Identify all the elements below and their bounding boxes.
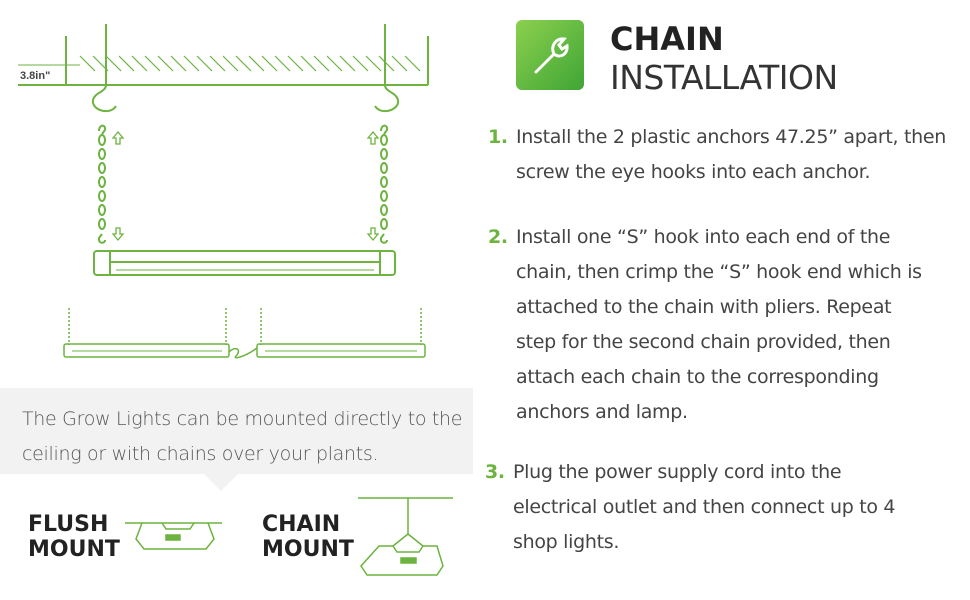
hatch-line bbox=[209, 55, 226, 72]
flush-mount-line2: MOUNT bbox=[28, 537, 120, 562]
hatch-line bbox=[170, 55, 187, 72]
chain-mount-label: CHAIN MOUNT bbox=[262, 512, 354, 562]
hatch-line bbox=[365, 55, 382, 72]
chain-link bbox=[98, 218, 106, 230]
hatch-line bbox=[131, 55, 148, 72]
chain-link bbox=[380, 134, 388, 146]
hatch-line bbox=[79, 55, 96, 72]
chain-link bbox=[380, 204, 388, 216]
s-hook bbox=[379, 233, 388, 244]
hatch-line bbox=[248, 55, 265, 72]
arrows bbox=[111, 130, 380, 242]
hatch-line bbox=[404, 55, 421, 72]
hatch-line bbox=[300, 55, 317, 72]
step-text: Plug the power supply cord into the elec… bbox=[513, 461, 896, 553]
chain-link bbox=[380, 162, 388, 174]
hatch-line bbox=[118, 55, 135, 72]
hatch-line bbox=[261, 55, 278, 72]
chain-link bbox=[98, 148, 106, 160]
step-3: 3. Plug the power supply cord into the e… bbox=[485, 455, 913, 560]
chain-mount-line2: MOUNT bbox=[262, 537, 354, 562]
hatch-line bbox=[352, 55, 369, 72]
hatch-line bbox=[157, 55, 174, 72]
hatch-line bbox=[339, 55, 356, 72]
hatch-line bbox=[378, 55, 395, 72]
chain-link bbox=[98, 204, 106, 216]
callout-text: The Grow Lights can be mounted directly … bbox=[22, 408, 463, 465]
s-hook bbox=[380, 124, 389, 135]
s-hook bbox=[98, 124, 107, 135]
flush-mount-label: FLUSH MOUNT bbox=[28, 512, 120, 562]
hatch-line bbox=[222, 55, 239, 72]
chain-mount-icon bbox=[358, 497, 453, 576]
chains bbox=[97, 124, 389, 244]
callout-pointer bbox=[204, 474, 238, 491]
hatch-line bbox=[326, 55, 343, 72]
chain-installation-diagram: 3.8in" bbox=[18, 24, 429, 359]
hatch-line bbox=[105, 55, 122, 72]
eye-hook-right bbox=[374, 24, 400, 113]
chain-link bbox=[380, 176, 388, 188]
ceiling bbox=[18, 36, 429, 86]
chain-mount-line1: CHAIN bbox=[262, 512, 341, 537]
chain-link bbox=[380, 148, 388, 160]
ceiling-dimension-label: 3.8in" bbox=[20, 70, 50, 82]
chain-link bbox=[98, 162, 106, 174]
title-chain: CHAIN bbox=[610, 20, 724, 58]
step-number: 3. bbox=[485, 461, 505, 483]
callout-box bbox=[0, 388, 473, 474]
chain-link bbox=[98, 190, 106, 202]
wrench-icon bbox=[516, 20, 584, 90]
eye-hook-left bbox=[91, 24, 117, 113]
linked-shop-lights bbox=[63, 308, 426, 359]
flush-mount-icon bbox=[125, 522, 222, 550]
step-1: 1. Install the 2 plastic anchors 47.25” … bbox=[488, 120, 956, 190]
step-text: Install one “S” hook into each end of th… bbox=[516, 226, 922, 423]
hatch-line bbox=[274, 55, 291, 72]
title-installation: INSTALLATION bbox=[610, 58, 838, 97]
hatch-line bbox=[287, 55, 304, 72]
hatch-line bbox=[144, 55, 161, 72]
hatch-line bbox=[235, 55, 252, 72]
step-number: 1. bbox=[488, 126, 508, 148]
step-2: 2. Install one “S” hook into each end of… bbox=[488, 220, 936, 430]
hatch-line bbox=[391, 55, 408, 72]
hatch-line bbox=[196, 55, 213, 72]
chain-link bbox=[380, 190, 388, 202]
chain-link bbox=[98, 176, 106, 188]
step-text: Install the 2 plastic anchors 47.25” apa… bbox=[516, 126, 947, 183]
shop-light-large bbox=[93, 250, 396, 276]
chain-link bbox=[380, 218, 388, 230]
flush-mount-line1: FLUSH bbox=[28, 512, 109, 537]
hatch-line bbox=[313, 55, 330, 72]
chain-link bbox=[98, 134, 106, 146]
step-number: 2. bbox=[488, 226, 508, 248]
s-hook bbox=[97, 233, 106, 244]
hatch-line bbox=[183, 55, 200, 72]
